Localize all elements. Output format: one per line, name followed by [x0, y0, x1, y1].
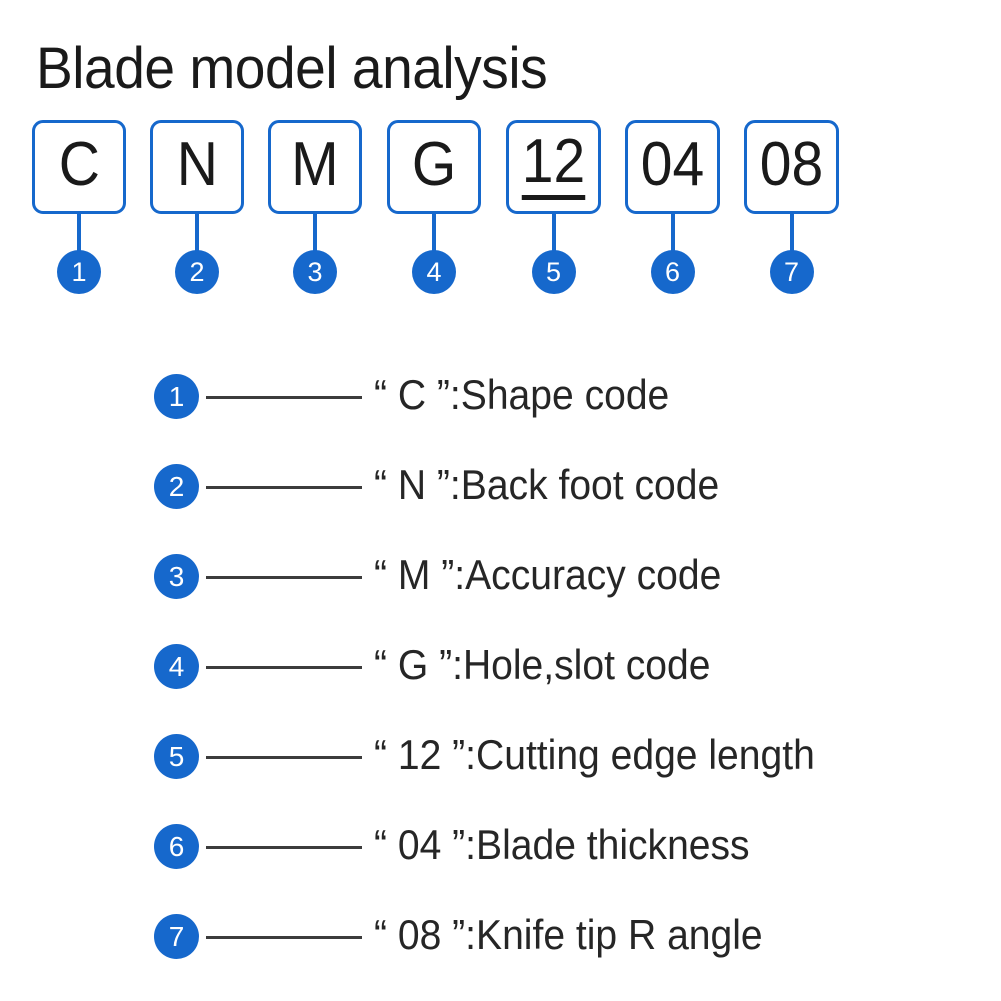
legend-label-2: “ N ”:Back foot code: [374, 461, 720, 508]
code-box-7[interactable]: 08: [744, 120, 839, 214]
legend-marker-badge-3: 3: [154, 554, 199, 599]
code-value-7: 08: [759, 130, 824, 199]
legend-row-4: 4 “ G ”:Hole,slot code: [0, 625, 1001, 715]
legend-label-1: “ C ”:Shape code: [374, 371, 670, 418]
legend-marker-badge-7: 7: [154, 914, 199, 959]
code-cell-7: 08 7: [744, 120, 839, 294]
code-cell-6: 04 6: [625, 120, 720, 294]
legend-row-5: 5 “ 12 ”:Cutting edge length: [0, 715, 1001, 805]
legend-leader-line-2: [206, 486, 362, 489]
legend-row-2: 2 “ N ”:Back foot code: [0, 445, 1001, 535]
code-marker-badge-4: 4: [412, 250, 456, 294]
legend-marker-badge-4: 4: [154, 644, 199, 689]
connector-line-5: [551, 214, 556, 252]
code-marker-badge-6: 6: [650, 250, 695, 294]
code-box-4[interactable]: G: [387, 120, 481, 214]
code-cell-5: 12 5: [506, 120, 601, 294]
connector-line-6: [670, 214, 675, 252]
code-value-2: N: [176, 130, 218, 199]
connector-line-2: [195, 214, 199, 252]
code-marker-badge-2: 2: [175, 250, 219, 294]
code-box-6[interactable]: 04: [625, 120, 720, 214]
code-box-3[interactable]: M: [268, 120, 362, 214]
legend-label-3: “ M ”:Accuracy code: [374, 551, 722, 598]
legend-label-6: “ 04 ”:Blade thickness: [374, 821, 750, 868]
legend-leader-line-3: [206, 576, 362, 579]
legend-row-6: 6 “ 04 ”:Blade thickness: [0, 805, 1001, 895]
connector-line-7: [789, 214, 794, 252]
legend-row-7: 7 “ 08 ”:Knife tip R angle: [0, 895, 1001, 985]
code-value-4: G: [411, 130, 457, 199]
legend-list: 1 “ C ”:Shape code 2 “ N ”:Back foot code 3 “…: [0, 355, 1001, 985]
page-title: Blade model analysis: [36, 36, 548, 101]
legend-leader-line-1: [206, 396, 362, 399]
legend-label-7: “ 08 ”:Knife tip R angle: [374, 911, 763, 958]
connector-line-4: [432, 214, 436, 252]
code-value-1: C: [58, 130, 100, 199]
legend-row-3: 3 “ M ”:Accuracy code: [0, 535, 1001, 625]
code-marker-badge-3: 3: [293, 250, 337, 294]
connector-line-1: [77, 214, 81, 252]
legend-leader-line-6: [206, 846, 362, 849]
code-box-2[interactable]: N: [150, 120, 244, 214]
legend-marker-badge-2: 2: [154, 464, 199, 509]
code-marker-badge-1: 1: [57, 250, 101, 294]
legend-leader-line-5: [206, 756, 362, 759]
code-value-6: 04: [640, 130, 705, 199]
legend-leader-line-4: [206, 666, 362, 669]
connector-line-3: [313, 214, 317, 252]
legend-label-4: “ G ”:Hole,slot code: [374, 641, 711, 688]
code-marker-badge-5: 5: [531, 250, 576, 294]
legend-marker-badge-6: 6: [154, 824, 199, 869]
legend-marker-badge-5: 5: [154, 734, 199, 779]
code-box-1[interactable]: C: [32, 120, 126, 214]
code-value-5: 12: [521, 130, 586, 200]
legend-label-5: “ 12 ”:Cutting edge length: [374, 731, 815, 778]
code-value-3: M: [291, 130, 339, 199]
code-marker-badge-7: 7: [769, 250, 814, 294]
legend-marker-badge-1: 1: [154, 374, 199, 419]
legend-row-1: 1 “ C ”:Shape code: [0, 355, 1001, 445]
legend-leader-line-7: [206, 936, 362, 939]
code-box-5[interactable]: 12: [506, 120, 601, 214]
